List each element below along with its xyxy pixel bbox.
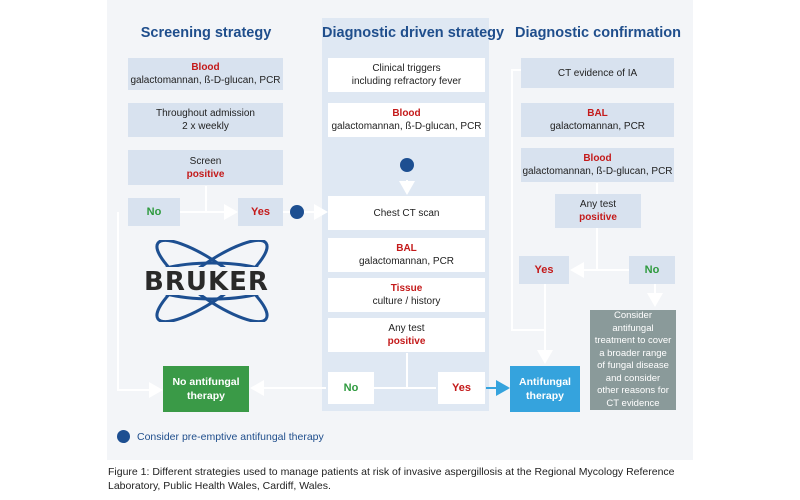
header-screening-strategy: Screening strategy xyxy=(140,25,272,41)
consider-broader-treatment-text: Consider antifungal treatment to cover a… xyxy=(594,310,672,409)
screening-blood-text: galactomannan, ß-D-glucan, PCR xyxy=(130,75,281,86)
confirmation-ct-evidence-box: CT evidence of IA xyxy=(521,58,674,88)
confirmation-bal-box: BAL galactomannan, PCR xyxy=(521,103,674,137)
driven-tissue-box: Tissue culture / history xyxy=(328,278,485,312)
driven-tissue-title: Tissue xyxy=(390,283,423,294)
screening-blood-title: Blood xyxy=(191,62,220,73)
confirmation-blood-box: Blood galactomannan, ß-D-glucan, PCR xyxy=(521,148,674,182)
confirmation-blood-title: Blood xyxy=(583,153,612,164)
driven-chest-ct-box: Chest CT scan xyxy=(328,196,485,230)
screening-screen-label: Screen xyxy=(189,155,222,167)
legend-dot-icon xyxy=(117,430,130,443)
driven-bal-box: BAL galactomannan, PCR xyxy=(328,238,485,272)
screening-admission-box: Throughout admission 2 x weekly xyxy=(128,103,283,137)
confirmation-no-box: No xyxy=(629,256,675,284)
driven-bal-text: galactomannan, PCR xyxy=(358,256,455,267)
screening-no-label: No xyxy=(146,205,162,218)
confirmation-any-test-line1: Any test xyxy=(579,199,617,210)
driven-any-test-line1: Any test xyxy=(388,323,425,334)
no-antifungal-line2: therapy xyxy=(187,390,225,402)
screening-positive-box: Screen positive xyxy=(128,150,283,185)
confirmation-ct-evidence-label: CT evidence of IA xyxy=(557,67,638,79)
driven-yes-label: Yes xyxy=(452,381,471,394)
consider-broader-treatment-box: Consider antifungal treatment to cover a… xyxy=(590,310,676,410)
driven-triggers-line1: Clinical triggers xyxy=(372,63,441,74)
driven-any-test-box: Any test positive xyxy=(328,318,485,352)
header-diagnostic-driven: Diagnostic driven strategy xyxy=(322,25,505,41)
antifungal-therapy-box: Antifungal therapy xyxy=(510,366,580,412)
antifungal-line2: therapy xyxy=(526,390,564,402)
no-antifungal-line1: No antifungal xyxy=(172,376,240,388)
driven-no-label: No xyxy=(343,381,359,394)
driven-blood-title: Blood xyxy=(392,108,421,119)
antifungal-line1: Antifungal xyxy=(519,376,571,388)
driven-chest-ct-label: Chest CT scan xyxy=(373,207,440,219)
screening-admission-line2: 2 x weekly xyxy=(182,121,229,132)
screening-admission-line1: Throughout admission xyxy=(156,108,255,119)
driven-triggers-line2: including refractory fever xyxy=(351,76,462,87)
legend: Consider pre-emptive antifungal therapy xyxy=(117,430,324,443)
confirmation-yes-box: Yes xyxy=(519,256,569,284)
driven-bal-title: BAL xyxy=(396,243,417,254)
pre-emptive-marker-icon xyxy=(400,158,414,172)
legend-text: Consider pre-emptive antifungal therapy xyxy=(137,430,324,443)
figure-caption: Figure 1: Different strategies used to m… xyxy=(108,466,675,492)
pre-emptive-marker-icon xyxy=(290,205,304,219)
screening-yes-box: Yes xyxy=(238,198,283,226)
confirmation-any-test-box: Any test positive xyxy=(555,194,641,228)
screening-yes-label: Yes xyxy=(251,205,270,218)
screening-positive-label: positive xyxy=(186,168,225,180)
confirmation-positive-label: positive xyxy=(579,212,617,223)
driven-blood-text: galactomannan, ß-D-glucan, PCR xyxy=(331,121,482,132)
driven-blood-box: Blood galactomannan, ß-D-glucan, PCR xyxy=(328,103,485,137)
driven-positive-label: positive xyxy=(387,336,426,347)
confirmation-no-label: No xyxy=(644,263,660,276)
screening-no-box: No xyxy=(128,198,180,226)
header-diagnostic-confirmation: Diagnostic confirmation xyxy=(515,25,681,41)
confirmation-bal-text: galactomannan, PCR xyxy=(549,121,646,132)
bruker-logo-icon xyxy=(142,240,282,322)
driven-no-box: No xyxy=(328,372,374,404)
driven-yes-box: Yes xyxy=(438,372,485,404)
confirmation-bal-title: BAL xyxy=(587,108,608,119)
confirmation-yes-label: Yes xyxy=(534,263,554,276)
driven-tissue-text: culture / history xyxy=(372,296,441,307)
bruker-logo-text: BRUKER xyxy=(144,267,269,297)
screening-blood-box: Blood galactomannan, ß-D-glucan, PCR xyxy=(128,58,283,90)
driven-clinical-triggers-box: Clinical triggers including refractory f… xyxy=(328,58,485,92)
no-antifungal-therapy-box: No antifungal therapy xyxy=(163,366,249,412)
confirmation-blood-text: galactomannan, ß-D-glucan, PCR xyxy=(522,166,673,177)
